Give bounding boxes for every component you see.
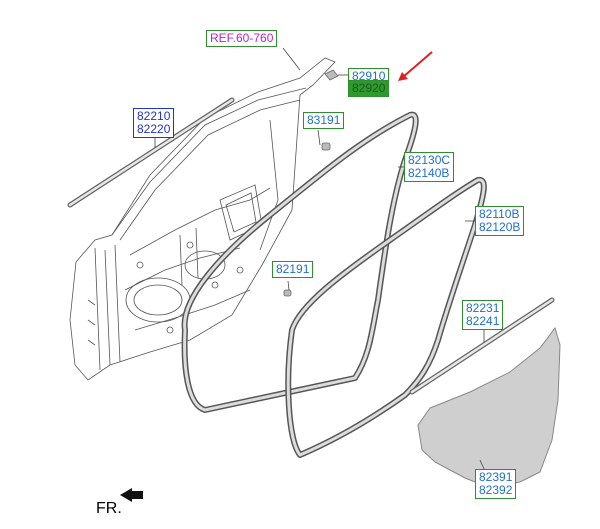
callout-text: 82391 <box>479 470 513 484</box>
callout-text: 82220 <box>137 122 171 136</box>
callout-83191[interactable]: 83191 <box>303 112 345 129</box>
callout-text: 82392 <box>479 483 513 497</box>
callout-text: 82241 <box>466 314 500 328</box>
callout-text: 82920 <box>352 81 386 95</box>
callout-82391-82392[interactable]: 82391 82392 <box>475 469 517 499</box>
callout-82231-82241[interactable]: 82231 82241 <box>462 300 504 330</box>
callout-82210-82220[interactable]: 82210 82220 <box>133 108 175 138</box>
callout-text: 82191 <box>276 262 310 276</box>
callout-text: 82140B <box>408 166 450 180</box>
callout-82920-selected[interactable]: 82920 <box>348 80 390 97</box>
callout-82191[interactable]: 82191 <box>272 261 314 278</box>
front-direction-arrow-icon <box>120 488 143 502</box>
callout-text: 82910 <box>352 69 386 83</box>
belt-molding-outer <box>67 97 235 208</box>
weatherstrip-body-side <box>285 176 487 458</box>
callout-text: 83191 <box>307 113 341 127</box>
front-direction-label: FR. <box>96 500 122 517</box>
callout-text: REF.60-760 <box>210 31 274 45</box>
callout-82130c-82140b[interactable]: 82130C 82140B <box>404 152 455 182</box>
clip-parts <box>283 69 339 297</box>
door-protective-film <box>417 326 561 489</box>
callout-ref-60-760[interactable]: REF.60-760 <box>206 30 278 47</box>
callout-text: 82120B <box>479 220 521 234</box>
callout-text: 82110B <box>479 207 520 221</box>
callout-text: 82231 <box>466 301 500 315</box>
highlight-arrow <box>398 51 433 81</box>
weatherstrip-door-side <box>181 111 419 413</box>
belt-molding-inner <box>409 297 555 395</box>
door-inner-panel <box>69 57 336 381</box>
callout-82110b-82120b[interactable]: 82110B 82120B <box>475 206 525 236</box>
callout-text: 82130C <box>408 153 451 167</box>
callout-text: 82210 <box>137 109 171 123</box>
